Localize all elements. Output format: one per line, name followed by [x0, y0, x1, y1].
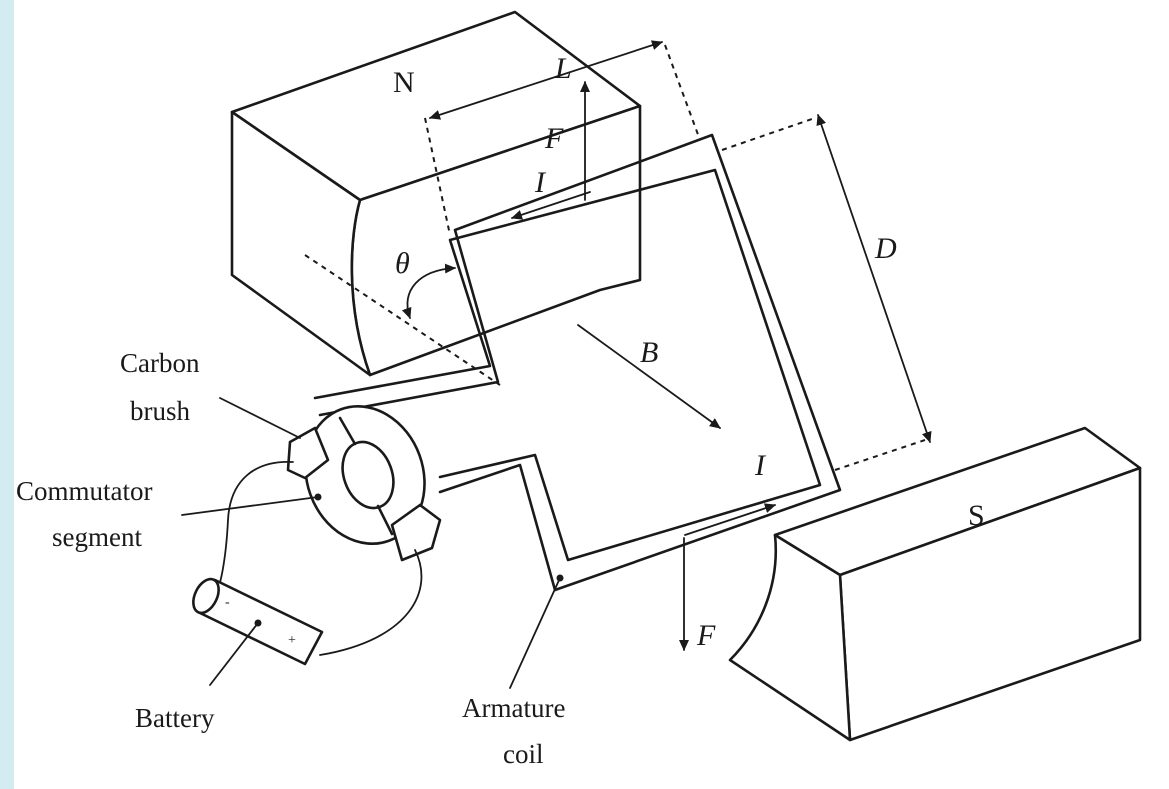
- armature-label-line1: Armature: [462, 693, 565, 723]
- armature-leader-dot: [556, 574, 564, 582]
- south-magnet: S: [728, 426, 1142, 742]
- length-label: L: [554, 52, 572, 85]
- commutator-label-line2: segment: [52, 522, 142, 552]
- carbon-brush-label-line1: Carbon: [120, 348, 200, 378]
- current-arrow-top: [511, 191, 591, 220]
- commutator-label-line1: Commutator: [16, 476, 153, 506]
- current-top-label: I: [534, 166, 547, 199]
- angle-arc: [401, 263, 456, 319]
- distance-arrow: [816, 114, 932, 443]
- battery-leader-dot: [254, 619, 262, 627]
- component-labels: Carbon brush Commutator segment Battery …: [16, 348, 565, 769]
- battery-positive-terminal: +: [288, 633, 296, 648]
- carbon-brush-label-line2: brush: [130, 396, 190, 426]
- armature-leader: [509, 577, 561, 689]
- arrows: [401, 40, 932, 651]
- coil-outer-edge: [318, 133, 842, 592]
- angle-label: θ: [395, 247, 410, 280]
- commutator-leader: [181, 496, 319, 516]
- carbon-brush-bottom: [390, 503, 442, 562]
- armature-coil: [313, 133, 842, 592]
- current-bottom-label: I: [754, 449, 767, 482]
- south-pole-label: S: [968, 499, 985, 532]
- force-bottom-label: F: [696, 619, 716, 652]
- length-arrow: [429, 40, 663, 120]
- length-guide-right: [664, 44, 701, 141]
- distance-guide-top: [721, 117, 816, 151]
- wire-positive: [319, 549, 423, 656]
- battery-label: Battery: [135, 703, 215, 733]
- commutator-assembly: [286, 404, 442, 562]
- commutator-leader-dot: [314, 493, 322, 501]
- coil-inner-edge: [313, 168, 822, 562]
- callout-leaders: [181, 397, 564, 689]
- battery-negative-terminal: -: [225, 595, 230, 610]
- symbol-labels: L F I θ B D I F: [395, 52, 897, 652]
- field-label: B: [640, 336, 658, 369]
- north-pole-label: N: [393, 66, 415, 99]
- commutator-gap-bottom: [376, 504, 394, 536]
- current-arrow-bottom: [684, 503, 776, 536]
- distance-label: D: [874, 232, 897, 265]
- commutator-gap-top: [338, 416, 357, 446]
- battery-leader: [209, 622, 259, 686]
- carbon-brush-leader: [219, 397, 301, 439]
- field-arrow: [577, 324, 721, 429]
- guide-lines: [304, 44, 926, 471]
- armature-label-line2: coil: [503, 739, 544, 769]
- carbon-brush-top: [286, 426, 330, 480]
- force-top-label: F: [544, 122, 564, 155]
